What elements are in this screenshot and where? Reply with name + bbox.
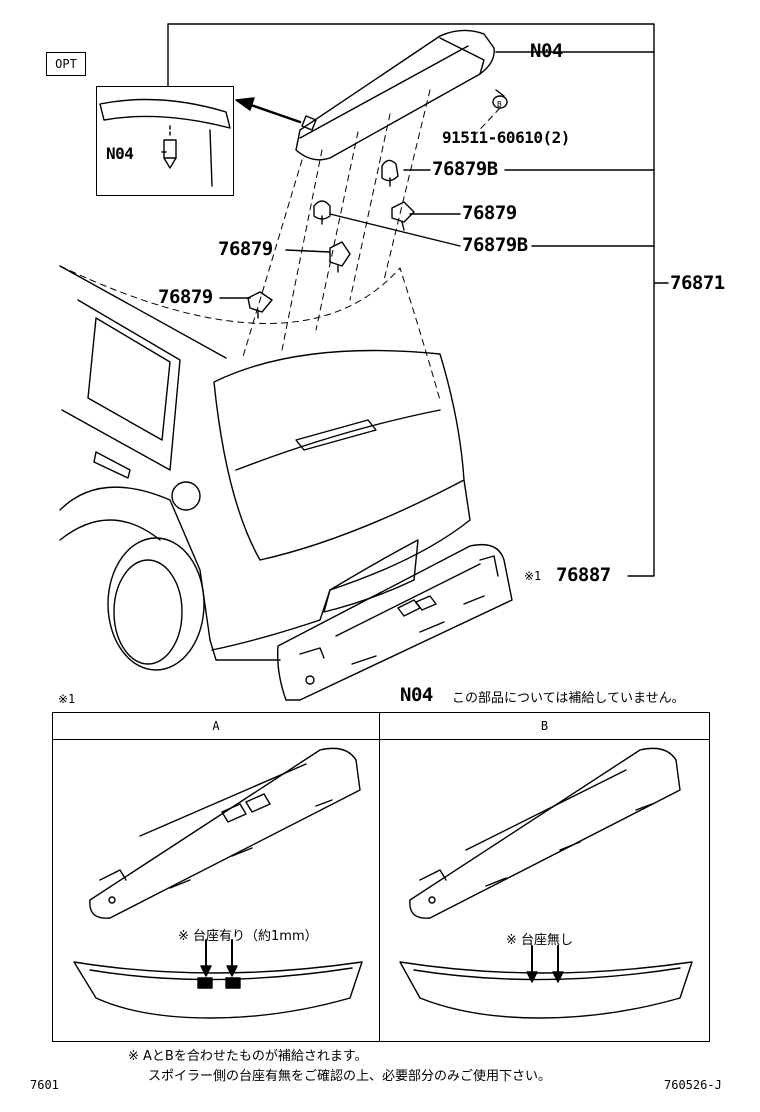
car-body [59, 265, 471, 671]
ref-mark-1: ※1 [524, 569, 542, 583]
label-76879-right: 76879 [462, 202, 517, 224]
footer-note-line1: ※ AとBを合わせたものが補給されます。 [128, 1049, 368, 1064]
clip-76879-right [391, 201, 415, 231]
variant-b-note: ※ 台座無し [506, 933, 574, 948]
note-n04-text: この部品については補給していません。 [452, 691, 685, 706]
clip-76879-mid [329, 241, 351, 273]
clip-76879B-upper [381, 159, 399, 187]
variant-a-drawing [73, 747, 363, 1019]
rear-spoiler-top [295, 29, 495, 161]
page-code-right: 760526-J [664, 1078, 722, 1092]
svg-text:B: B [497, 100, 502, 109]
clip-76879-left [247, 291, 273, 319]
footer-note-line2: スポイラー側の台座有無をご確認の上、必要部分のみご使用下さい。 [148, 1069, 552, 1084]
label-n04: N04 [530, 40, 563, 62]
opt-badge: OPT [46, 52, 86, 76]
variant-b-drawing [399, 747, 693, 1019]
table-header-a: A [53, 713, 379, 740]
inset-arrow [235, 97, 302, 124]
variant-table: A B [52, 712, 710, 1042]
table-divider [379, 713, 380, 1041]
leader-lines [161, 23, 669, 577]
rear-lower-spoiler [276, 543, 513, 701]
inset-spoiler [99, 98, 231, 187]
label-76887: 76887 [556, 564, 611, 586]
variant-a-note: ※ 台座有り（約1mm） [178, 929, 318, 944]
page-code-left: 7601 [30, 1078, 59, 1092]
table-ref-mark: ※1 [58, 692, 76, 706]
clip-76879B-lower [313, 200, 331, 225]
bolt-91511: B [492, 89, 508, 109]
label-76871: 76871 [670, 272, 725, 294]
alignment-lines [59, 89, 501, 401]
label-n04-inset: N04 [106, 144, 134, 163]
label-76879b-upper: 76879B [432, 158, 498, 180]
label-76879b-lower: 76879B [462, 234, 528, 256]
n04-inset-box [96, 86, 234, 196]
note-n04-code: N04 [400, 684, 433, 706]
label-76879-left: 76879 [158, 286, 213, 308]
label-76879-mid: 76879 [218, 238, 273, 260]
label-bolt-91511: 91511-60610(2) [442, 128, 570, 147]
table-header-b: B [380, 713, 709, 740]
